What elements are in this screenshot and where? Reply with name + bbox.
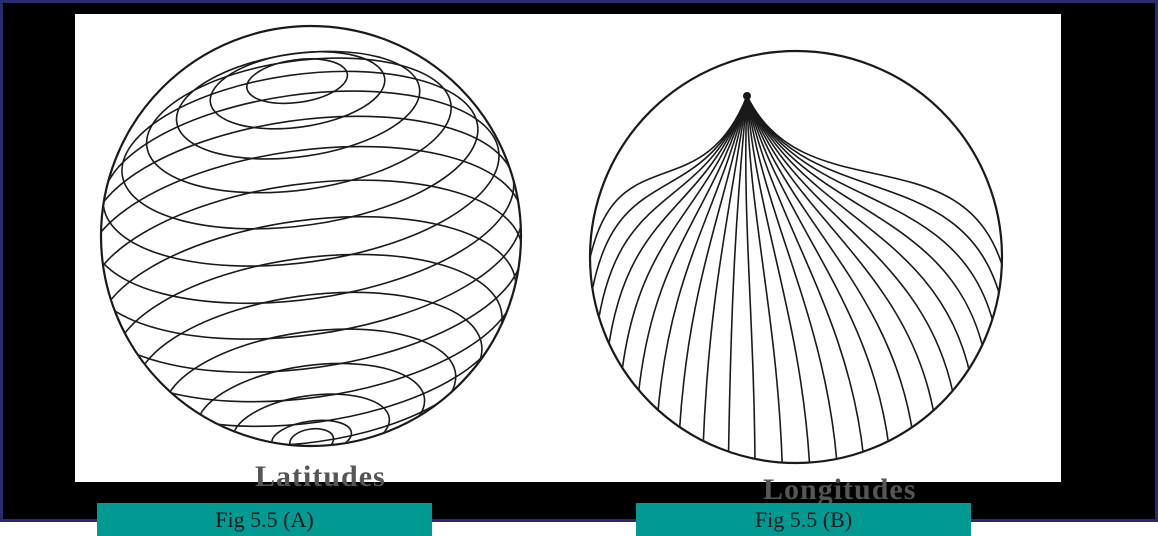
diagram-panel	[75, 14, 1061, 482]
globes-drawing	[75, 14, 1061, 482]
figure-caption-b-text: Fig 5.5 (B)	[755, 503, 852, 536]
figure-caption-b: Fig 5.5 (B)	[636, 503, 971, 536]
figure-caption-a: Fig 5.5 (A)	[97, 503, 432, 536]
longitude-line	[747, 96, 837, 463]
latitude-line	[288, 426, 335, 456]
latitude-globe	[75, 26, 535, 478]
latitude-line	[205, 42, 390, 140]
latitude-lines	[75, 37, 535, 477]
longitudes-label: Longitudes	[763, 473, 916, 507]
north-pole-dot	[743, 92, 751, 100]
latitude-line	[92, 68, 510, 289]
longitude-line	[658, 96, 748, 417]
longitude-lines	[586, 96, 1005, 466]
longitude-line	[586, 96, 747, 278]
latitude-line	[170, 37, 427, 173]
latitude-line	[75, 121, 534, 365]
latitudes-label: Latitudes	[255, 460, 386, 494]
latitude-line	[102, 232, 513, 450]
longitude-globe	[586, 51, 1005, 466]
longitude-line	[597, 96, 747, 330]
longitude-line	[747, 96, 913, 433]
globe-b-outline	[590, 51, 1002, 463]
figure-caption-a-text: Fig 5.5 (A)	[215, 503, 313, 536]
latitude-line	[190, 350, 431, 477]
globe-a-outline	[101, 26, 521, 446]
latitude-line	[75, 155, 534, 398]
